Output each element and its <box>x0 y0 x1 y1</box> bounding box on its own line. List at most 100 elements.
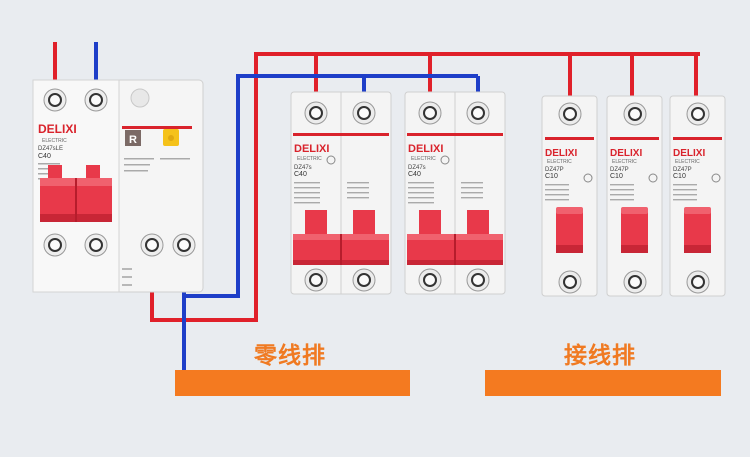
one-pole-breakers: DELIXIELECTRICDZ47PC10DELIXIELECTRICDZ47… <box>541 95 726 297</box>
fine-print <box>610 189 634 191</box>
fine-print <box>294 187 320 189</box>
rcbo-live-out-wire <box>150 52 700 322</box>
cert-mark-icon <box>711 173 721 183</box>
breaker-brand: DELIXI <box>545 148 577 159</box>
rcbo-reset-button[interactable] <box>125 130 141 146</box>
fine-print <box>610 194 634 196</box>
rcbo-top-terminals <box>43 88 108 112</box>
fine-print <box>461 187 483 189</box>
breaker-sub: ELECTRIC <box>547 159 572 165</box>
fine-print <box>545 184 569 186</box>
breaker-model: DZ47P <box>673 167 692 173</box>
cert-mark-icon <box>326 155 336 165</box>
breaker-model: DZ47P <box>610 167 629 173</box>
fine-print <box>294 202 320 204</box>
fine-print <box>461 192 483 194</box>
fine-print <box>545 194 569 196</box>
bottom-terminal-screw <box>471 273 485 287</box>
rcbo-brand: DELIXI <box>38 122 77 136</box>
cert-mark-icon <box>583 173 593 183</box>
fine-print <box>673 184 697 186</box>
cert-mark-icon <box>648 173 658 183</box>
two-pole-breakers: DELIXIELECTRICDZ47sC40DELIXIELECTRICDZ47… <box>290 91 506 295</box>
breaker-model: DZ47s <box>294 165 312 171</box>
ground-bar-label: 接线排 <box>564 343 636 369</box>
rcbo-reset-label: R <box>129 134 137 146</box>
breaker-sub: ELECTRIC <box>297 156 322 162</box>
rcbo-indicator <box>130 88 150 108</box>
top-terminal-screw <box>471 106 485 120</box>
bottom-terminal-screw <box>563 275 577 289</box>
breaker-handle[interactable] <box>621 207 648 253</box>
fine-print <box>610 199 634 201</box>
fine-print <box>408 182 434 184</box>
breaker-model: DZ47s <box>408 165 426 171</box>
fine-print <box>545 199 569 201</box>
fine-print <box>347 182 369 184</box>
fine-print <box>673 194 697 196</box>
breaker-handle[interactable] <box>293 210 389 265</box>
bottom-terminal-screw <box>357 273 371 287</box>
bottom-terminal-screw <box>628 275 642 289</box>
bottom-terminal-screw <box>691 275 705 289</box>
fine-print <box>408 192 434 194</box>
top-terminal-screw <box>357 106 371 120</box>
breaker-handle[interactable] <box>556 207 583 253</box>
rcbo-handles[interactable] <box>40 165 112 222</box>
neutral-bar-label: 零线排 <box>254 343 326 369</box>
breaker-housing <box>606 95 663 297</box>
red-stripe <box>673 137 722 140</box>
top-terminal-screw <box>628 107 642 121</box>
top-terminal-screw <box>563 107 577 121</box>
breaker-housing <box>541 95 598 297</box>
fine-print <box>673 189 697 191</box>
fine-print <box>347 187 369 189</box>
fine-print <box>408 197 434 199</box>
top-terminal-screw <box>309 106 323 120</box>
breaker-rating: C40 <box>294 171 307 178</box>
fine-print <box>610 184 634 186</box>
breaker-housing <box>669 95 726 297</box>
red-stripe <box>407 133 503 136</box>
fine-print <box>347 197 369 199</box>
breaker-rating: C10 <box>610 173 623 180</box>
bottom-terminal-screw <box>423 273 437 287</box>
rcbo-model: DZ47sLE <box>38 146 63 152</box>
rcbo-bottom-terminals <box>43 233 196 257</box>
breaker-brand: DELIXI <box>673 148 705 159</box>
rcbo-red-stripe <box>122 126 192 129</box>
rcbo-sub: ELECTRIC <box>42 138 67 144</box>
breaker-brand: DELIXI <box>610 148 642 159</box>
top-terminal-screw <box>423 106 437 120</box>
breaker-sub: ELECTRIC <box>675 159 700 165</box>
breaker-rating: C10 <box>673 173 686 180</box>
breaker-rating: C40 <box>408 171 421 178</box>
breaker-brand: DELIXI <box>408 143 443 155</box>
fine-print <box>461 197 483 199</box>
breaker-sub: ELECTRIC <box>411 156 436 162</box>
fine-print <box>294 197 320 199</box>
red-stripe <box>545 137 594 140</box>
breaker-handle[interactable] <box>684 207 711 253</box>
fine-print <box>673 199 697 201</box>
breaker-brand: DELIXI <box>294 143 329 155</box>
rcbo-breaker: DELIXI ELECTRIC DZ47sLE C40 R <box>32 79 204 293</box>
fine-print <box>408 202 434 204</box>
cert-mark-icon <box>440 155 450 165</box>
fine-print <box>347 192 369 194</box>
breaker-handle[interactable] <box>407 210 503 265</box>
fine-print <box>294 182 320 184</box>
fine-print <box>408 187 434 189</box>
rcbo-bottom-marks <box>122 268 132 286</box>
breaker-model: DZ47P <box>545 167 564 173</box>
bottom-terminal-screw <box>309 273 323 287</box>
fine-print <box>545 189 569 191</box>
wires <box>53 42 700 384</box>
top-terminal-screw <box>691 107 705 121</box>
rcbo-rating: C40 <box>38 153 51 160</box>
red-stripe <box>610 137 659 140</box>
